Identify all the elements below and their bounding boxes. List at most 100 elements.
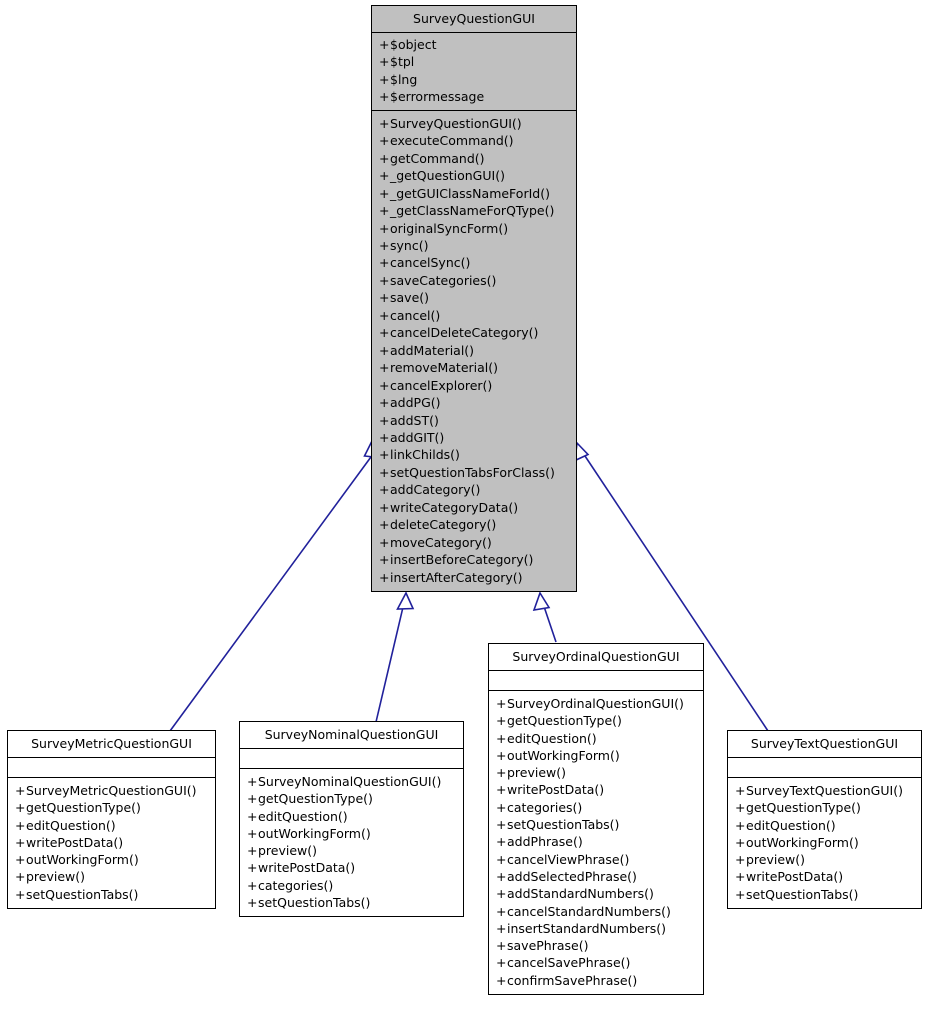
operation-label: saveCategories() [390, 272, 497, 288]
visibility-public-icon: + [247, 774, 258, 789]
operation-item: +_getClassNameForQType() [379, 202, 569, 219]
operation-item: +addSelectedPhrase() [496, 868, 696, 885]
operation-label: setQuestionTabs() [746, 886, 859, 902]
visibility-public-icon: + [379, 89, 390, 105]
class-attributes-survey-metric-question-gui [8, 758, 215, 778]
visibility-public-icon: + [247, 860, 258, 876]
operation-item: +cancelViewPhrase() [496, 851, 696, 868]
attribute-label: $object [390, 37, 437, 52]
visibility-public-icon: + [379, 307, 390, 323]
visibility-public-icon: + [15, 886, 26, 902]
visibility-public-icon: + [379, 71, 390, 87]
visibility-public-icon: + [379, 255, 390, 271]
hollow-triangle-arrowhead [532, 591, 551, 612]
visibility-public-icon: + [735, 852, 746, 868]
operation-item: +save() [379, 289, 569, 306]
operation-label: deleteCategory() [390, 517, 497, 533]
class-attributes-survey-ordinal-question-gui [489, 671, 703, 691]
operation-label: getQuestionType() [26, 800, 141, 816]
visibility-public-icon: + [496, 713, 507, 729]
class-name-survey-ordinal-question-gui: SurveyOrdinalQuestionGUI [489, 644, 703, 671]
visibility-public-icon: + [15, 852, 26, 868]
visibility-public-icon: + [379, 37, 390, 52]
inheritance-edge-ordinal [532, 591, 557, 643]
class-box-survey-text-question-gui[interactable]: SurveyTextQuestionGUI +SurveyTextQuestio… [727, 730, 922, 910]
visibility-public-icon: + [735, 800, 746, 816]
operation-label: addPhrase() [507, 834, 583, 850]
operation-item: +categories() [247, 877, 456, 894]
operation-item: +setQuestionTabs() [496, 816, 696, 833]
operation-item: +setQuestionTabs() [247, 894, 456, 911]
operation-label: cancelViewPhrase() [507, 851, 630, 867]
attribute-item: +$tpl [379, 53, 569, 70]
visibility-public-icon: + [247, 843, 258, 859]
class-box-survey-question-gui[interactable]: SurveyQuestionGUI +$object +$tpl +$lng +… [371, 5, 577, 593]
visibility-public-icon: + [379, 464, 390, 480]
operation-item: +outWorkingForm() [735, 834, 914, 851]
visibility-public-icon: + [379, 482, 390, 498]
operation-item: +insertAfterCategory() [379, 569, 569, 586]
visibility-public-icon: + [496, 920, 507, 936]
visibility-public-icon: + [496, 868, 507, 884]
operation-item: +editQuestion() [247, 808, 456, 825]
visibility-public-icon: + [379, 115, 390, 131]
operation-label: savePhrase() [507, 938, 589, 954]
operation-label: confirmSavePhrase() [507, 972, 638, 988]
operation-item: +preview() [735, 851, 914, 868]
operation-item: +setQuestionTabs() [15, 886, 208, 903]
visibility-public-icon: + [379, 360, 390, 376]
attribute-label: $lng [390, 71, 418, 87]
visibility-public-icon: + [379, 377, 390, 393]
operation-label: insertBeforeCategory() [390, 552, 534, 568]
operation-item: +addGIT() [379, 429, 569, 446]
operation-item: +SurveyTextQuestionGUI() [735, 782, 914, 799]
attribute-item: +$errormessage [379, 88, 569, 105]
visibility-public-icon: + [496, 799, 507, 815]
operation-label: getQuestionType() [258, 791, 373, 807]
operation-label: SurveyMetricQuestionGUI() [26, 783, 197, 798]
operation-item: +addST() [379, 412, 569, 429]
operation-label: insertStandardNumbers() [507, 920, 666, 936]
operation-label: cancelDeleteCategory() [390, 325, 539, 341]
class-name-survey-metric-question-gui: SurveyMetricQuestionGUI [8, 731, 215, 758]
visibility-public-icon: + [379, 220, 390, 236]
operation-label: preview() [746, 852, 806, 868]
operation-item: +cancelDeleteCategory() [379, 324, 569, 341]
operation-item: +_getGUIClassNameForId() [379, 185, 569, 202]
visibility-public-icon: + [735, 834, 746, 850]
operation-item: +deleteCategory() [379, 516, 569, 533]
visibility-public-icon: + [247, 877, 258, 893]
operation-item: +outWorkingForm() [496, 747, 696, 764]
operation-label: writePostData() [507, 782, 605, 798]
class-operations-survey-question-gui: +SurveyQuestionGUI() +executeCommand() +… [372, 111, 576, 591]
operation-label: linkChilds() [390, 447, 460, 463]
visibility-public-icon: + [496, 903, 507, 919]
visibility-public-icon: + [496, 834, 507, 850]
class-box-survey-metric-question-gui[interactable]: SurveyMetricQuestionGUI + SurveyMetricQue… [7, 730, 216, 910]
operation-label: addST() [390, 412, 439, 428]
operation-item: +writePostData() [735, 868, 914, 885]
operation-item: +addPG() [379, 394, 569, 411]
attribute-label: $tpl [390, 54, 415, 70]
operation-label: _getClassNameForQType() [390, 203, 555, 219]
operation-item: +confirmSavePhrase() [496, 972, 696, 989]
operation-label: writePostData() [26, 834, 124, 850]
operation-item: +originalSyncForm() [379, 220, 569, 237]
operation-item: +addMaterial() [379, 342, 569, 359]
visibility-public-icon: + [379, 272, 390, 288]
class-name-survey-nominal-question-gui: SurveyNominalQuestionGUI [240, 722, 463, 749]
operation-item: +cancelStandardNumbers() [496, 903, 696, 920]
class-box-survey-nominal-question-gui[interactable]: SurveyNominalQuestionGUI +SurveyNominalQ… [239, 721, 464, 918]
operation-label: executeCommand() [390, 133, 514, 149]
operation-label: originalSyncForm() [390, 220, 509, 236]
class-box-survey-ordinal-question-gui[interactable]: SurveyOrdinalQuestionGUI +SurveyOrdinalQ… [488, 643, 704, 996]
operation-item: +SurveyOrdinalQuestionGUI() [496, 695, 696, 712]
visibility-public-icon: + [379, 237, 390, 253]
operation-item: +saveCategories() [379, 272, 569, 289]
visibility-public-icon: + [379, 412, 390, 428]
operation-item: +addPhrase() [496, 833, 696, 850]
operation-label: addStandardNumbers() [507, 886, 654, 902]
operation-item: +editQuestion() [496, 730, 696, 747]
operation-label: editQuestion() [258, 808, 348, 824]
